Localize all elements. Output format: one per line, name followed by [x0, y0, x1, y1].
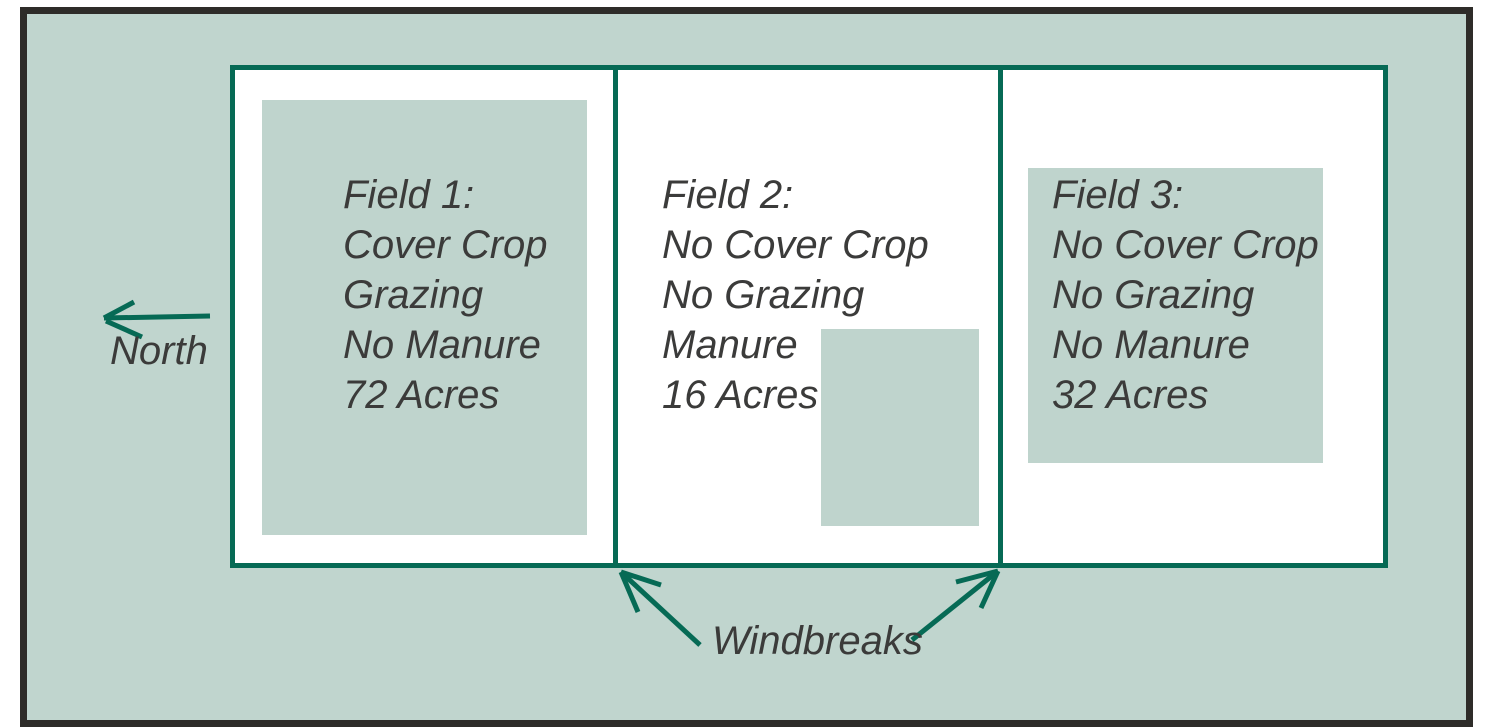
- field-2-box: [821, 329, 979, 526]
- north-label: North: [110, 329, 208, 373]
- field-2-line: Manure: [662, 323, 798, 367]
- field-2-line: No Grazing: [662, 273, 865, 317]
- field-3-label: Field 3: No Cover Crop No Grazing No Man…: [1052, 170, 1319, 420]
- field-2-line: 16 Acres: [662, 373, 819, 417]
- field-3-line: No Manure: [1052, 323, 1250, 367]
- field-1-line: Field 1:: [343, 173, 475, 217]
- field-1-line: No Manure: [343, 323, 541, 367]
- field-3-line: Field 3:: [1052, 173, 1184, 217]
- field-1-label: Field 1: Cover Crop Grazing No Manure 72…: [343, 170, 548, 420]
- field-2-label: Field 2: No Cover Crop No Grazing Manure…: [662, 170, 929, 420]
- field-1-line: Cover Crop: [343, 223, 548, 267]
- field-2-line: Field 2:: [662, 173, 794, 217]
- windbreaks-label: Windbreaks: [712, 619, 923, 663]
- field-1-line: 72 Acres: [343, 373, 500, 417]
- field-3-line: No Grazing: [1052, 273, 1255, 317]
- field-1-box: [262, 100, 587, 535]
- windbreak-divider-2: [998, 65, 1003, 568]
- windbreak-divider-1: [613, 65, 618, 568]
- field-2-line: No Cover Crop: [662, 223, 929, 267]
- diagram-page: { "colors": { "page_background": "#fffff…: [20, 7, 1473, 727]
- field-3-box: [1028, 168, 1323, 463]
- field-3-line: No Cover Crop: [1052, 223, 1319, 267]
- field-3-line: 32 Acres: [1052, 373, 1209, 417]
- field-1-line: Grazing: [343, 273, 484, 317]
